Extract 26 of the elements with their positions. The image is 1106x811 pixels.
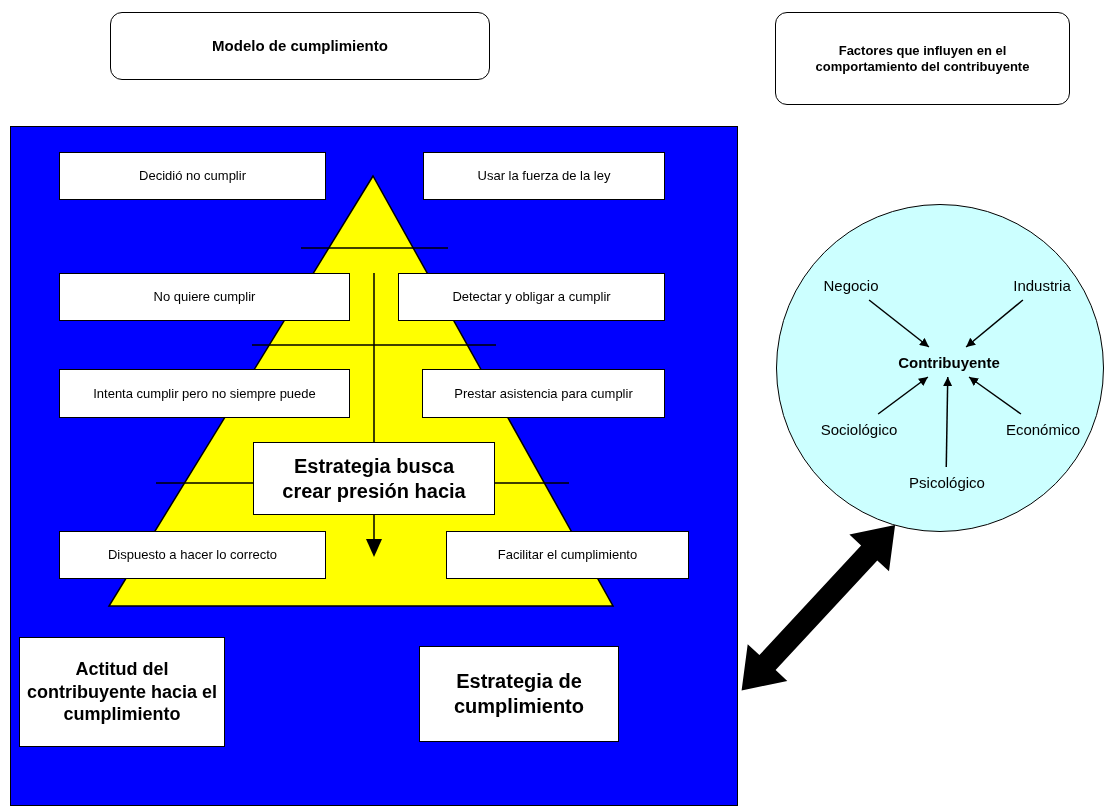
text-box: Factores que influyen en el comportamiento del contribuyente bbox=[775, 12, 1070, 105]
arrow bbox=[868, 299, 930, 348]
factor-label: Industria bbox=[1006, 275, 1078, 297]
text-box: No quiere cumplir bbox=[59, 273, 350, 321]
factor-label: Negocio bbox=[816, 275, 886, 297]
compliance-panel bbox=[10, 126, 738, 806]
arrow bbox=[968, 376, 1022, 415]
text-box: Detectar y obligar a cumplir bbox=[398, 273, 665, 321]
factor-label: Económico bbox=[997, 419, 1089, 441]
text-box: Intenta cumplir pero no siempre puede bbox=[59, 369, 350, 418]
double-arrow bbox=[741, 525, 896, 691]
text-box: Decidió no cumplir bbox=[59, 152, 326, 200]
factor-label: Contribuyente bbox=[894, 352, 1004, 374]
arrow bbox=[965, 299, 1024, 348]
text-box: Usar la fuerza de la ley bbox=[423, 152, 665, 200]
text-box: Facilitar el cumplimiento bbox=[446, 531, 689, 579]
factor-label: Sociológico bbox=[809, 419, 909, 441]
text-box: Modelo de cumplimiento bbox=[110, 12, 490, 80]
arrow bbox=[943, 376, 953, 468]
text-box: Estrategia de cumplimiento bbox=[419, 646, 619, 742]
arrow bbox=[877, 376, 929, 415]
text-box: Prestar asistencia para cumplir bbox=[422, 369, 665, 418]
text-box: Actitud del contribuyente hacia el cumplimiento bbox=[19, 637, 225, 747]
text-box: Dispuesto a hacer lo correcto bbox=[59, 531, 326, 579]
text-box: Estrategia busca crear presión hacia bbox=[253, 442, 495, 515]
factor-label: Psicológico bbox=[899, 472, 995, 494]
